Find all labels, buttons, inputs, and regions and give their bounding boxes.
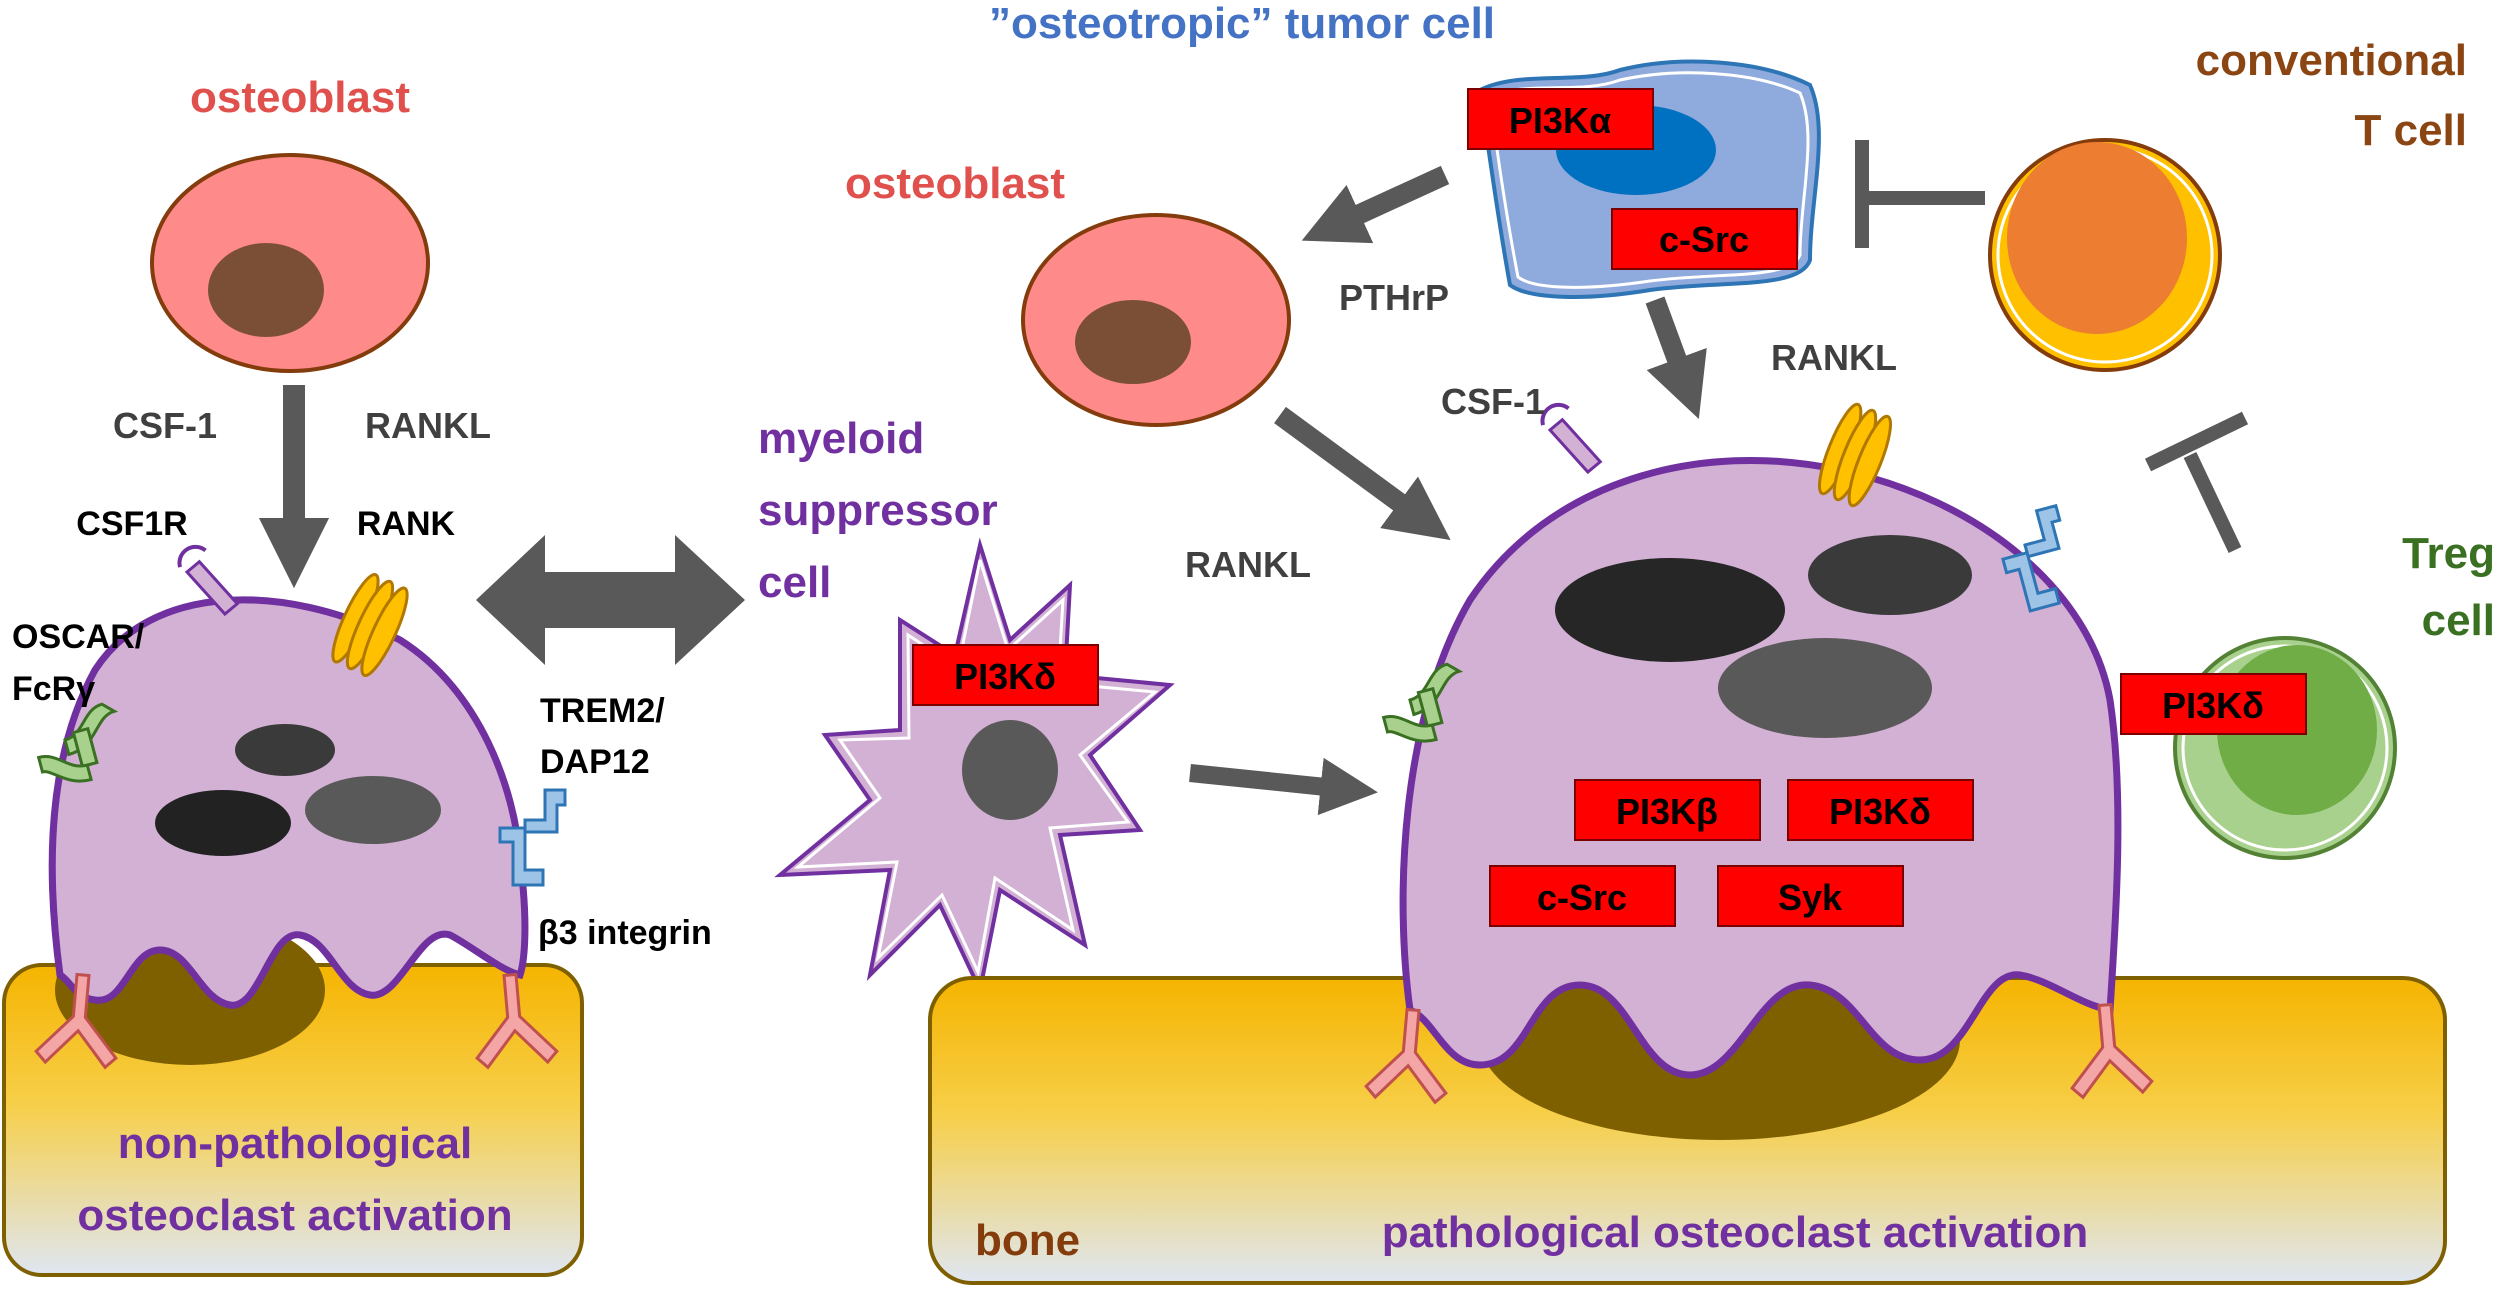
label-conventional-line2: T cell [2355,106,2468,155]
badge-pi3k-delta-treg: PI3Kδ [2120,673,2307,735]
label-pthrp: PTHrP [1339,277,1449,318]
label-treg-line1: Treg [2402,529,2495,578]
osteoclast-nucleus [235,724,335,776]
label-rankl-right: RANKL [1771,337,1897,378]
label-osteoblast-right: osteoblast [845,159,1065,208]
treg-cell [2173,636,2397,860]
badge-pi3k-delta-myeloid: PI3Kδ [912,644,1099,706]
label-tumor-cell: ”osteotropic” tumor cell [989,0,1495,48]
label-rank: RANK [357,505,456,543]
badge-pi3k-beta: PI3Kβ [1574,779,1761,841]
badge-c-src-tumor: c-Src [1611,208,1798,270]
osteoblast-left [150,153,430,373]
svg-text:PI3Kδ: PI3Kδ [954,656,1056,697]
badge-syk: Syk [1717,865,1904,927]
label-rankl-left: RANKL [365,405,491,446]
badge-c-src-osteoclast: c-Src [1489,865,1676,927]
label-trem2-line2: DAP12 [540,743,650,781]
osteoclast-nucleus [1808,535,1972,615]
label-csf1-left: CSF-1 [113,405,217,446]
double-arrow [476,535,745,665]
osteoclast-left [48,596,529,1009]
badge-pi3k-delta-osteoclast: PI3Kδ [1787,779,1974,841]
label-myeloid-line1: myeloid [758,414,924,463]
csf1r-receptor-right [1537,397,1604,481]
svg-text:PI3Kδ: PI3Kδ [2162,685,2264,726]
label-nonpath-line1: non-pathological [118,1119,472,1168]
label-oscar-line1: OSCAR/ [12,618,145,656]
label-trem2-line1: TREM2/ [540,692,665,730]
osteoclast-nucleus [1555,558,1785,662]
label-bone: bone [975,1216,1080,1265]
osteoclast-nucleus [155,790,291,856]
arrow-tumor-to-osteoclast [1645,296,1707,420]
arrow-myeloid-to-osteoclast [1189,757,1378,816]
svg-text:PI3Kβ: PI3Kβ [1616,791,1718,832]
label-oscar-line2: FcRγ [12,670,95,708]
myeloid-suppressor-cell [774,537,1175,997]
label-csf1r: CSF1R [76,505,187,543]
label-treg-line2: cell [2422,596,2495,645]
osteoclast-nucleus [305,776,441,844]
label-csf1-right: CSF-1 [1441,381,1545,422]
arrow-osteoblast-to-osteoclast-right [1274,406,1451,541]
osteoclast-nucleus [1718,638,1932,738]
label-myeloid-line3: cell [758,558,831,607]
svg-text:c-Src: c-Src [1659,219,1749,260]
label-myeloid-line2: suppressor [758,486,998,535]
svg-text:PI3Kδ: PI3Kδ [1829,791,1931,832]
label-conventional-line1: conventional [2196,36,2467,85]
label-osteoblast-left: osteoblast [190,73,410,122]
osteoblast-right [1021,213,1291,427]
svg-text:PI3Kα: PI3Kα [1509,100,1611,141]
label-rankl-mid: RANKL [1185,544,1311,585]
inhibition-tcell-to-tumor [1855,140,1985,248]
inhibition-treg-to-tcell [2144,411,2249,553]
conventional-t-cell [1988,138,2222,372]
label-nonpath-line2: osteoclast activation [77,1191,512,1240]
svg-text:Syk: Syk [1778,877,1843,918]
svg-text:c-Src: c-Src [1537,877,1627,918]
arrow-tumor-to-osteoblast [1301,165,1450,244]
label-pathological: pathological osteoclast activation [1382,1208,2089,1257]
label-b3-integrin: β3 integrin [538,914,712,952]
badge-pi3k-alpha: PI3Kα [1467,88,1654,150]
